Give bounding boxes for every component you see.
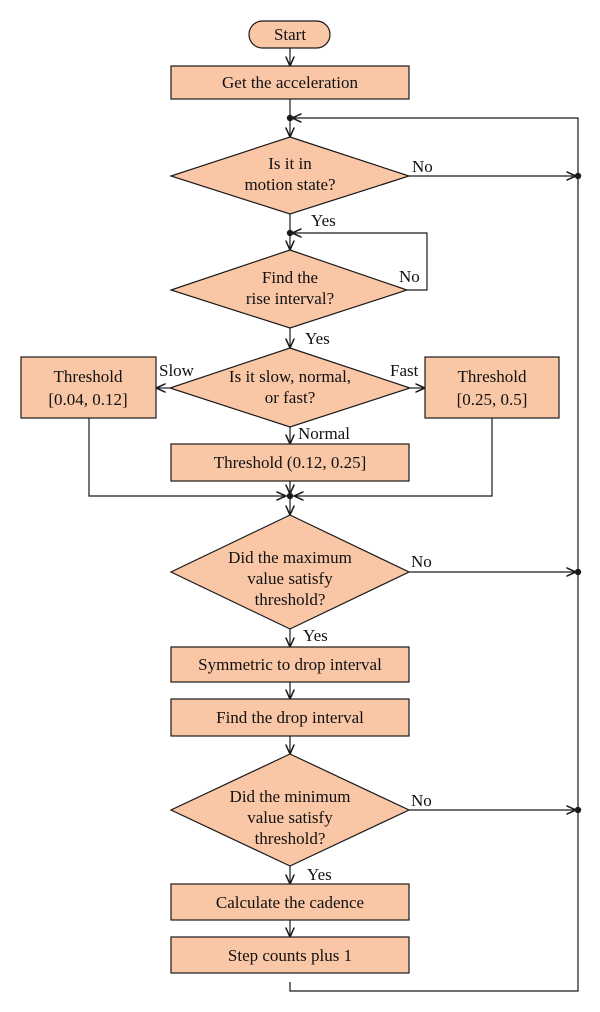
decision-speed-line-1: Is it slow, normal,	[229, 367, 351, 386]
label-max-yes: Yes	[303, 626, 328, 645]
decision-minimum-value-line-2: value satisfy	[247, 808, 333, 827]
decision-maximum-value-line-3: threshold?	[255, 590, 326, 609]
decision-rise-interval-line-2: rise interval?	[246, 289, 334, 308]
junction-dot	[574, 172, 582, 180]
node-find-drop-label: Find the drop interval	[216, 708, 364, 727]
edge-labels: No Yes No Yes Slow Fast Normal No Yes No…	[159, 157, 433, 884]
node-get-acceleration-label: Get the acceleration	[222, 73, 358, 92]
label-max-no: No	[411, 552, 432, 571]
decision-speed-line-2: or fast?	[265, 388, 316, 407]
label-slow: Slow	[159, 361, 195, 380]
node-threshold-slow-line-2: [0.04, 0.12]	[48, 390, 127, 409]
label-min-no: No	[411, 791, 432, 810]
node-threshold-slow-line-1: Threshold	[54, 367, 123, 386]
decision-rise-interval: Find the rise interval?	[169, 249, 409, 329]
junctions	[286, 114, 582, 814]
label-min-yes: Yes	[307, 865, 332, 884]
junction-dot	[286, 114, 294, 122]
decision-minimum-value: Did the minimum value satisfy threshold?	[169, 753, 411, 867]
junction-dot	[286, 492, 294, 500]
decision-speed: Is it slow, normal, or fast?	[168, 347, 412, 428]
node-find-drop: Find the drop interval	[170, 698, 410, 737]
node-threshold-fast-line-2: [0.25, 0.5]	[457, 390, 528, 409]
decision-maximum-value: Did the maximum value satisfy threshold?	[169, 514, 411, 630]
label-fast: Fast	[390, 361, 419, 380]
decision-rise-interval-line-1: Find the	[262, 268, 318, 287]
label-rise-no: No	[399, 267, 420, 286]
node-step-counts: Step counts plus 1	[170, 936, 410, 974]
decision-maximum-value-line-2: value satisfy	[247, 569, 333, 588]
edge-loop-back	[289, 118, 579, 992]
decision-motion-state-line-2: motion state?	[244, 175, 335, 194]
decision-minimum-value-line-3: threshold?	[255, 829, 326, 848]
decision-motion-state-line-1: Is it in	[268, 154, 312, 173]
node-symmetric-drop: Symmetric to drop interval	[170, 646, 410, 683]
decision-motion-state: Is it in motion state?	[169, 136, 411, 215]
label-motion-no: No	[412, 157, 433, 176]
node-threshold-normal: Threshold (0.12, 0.25]	[170, 443, 410, 482]
edge-fast-merge	[294, 418, 493, 496]
node-threshold-normal-label: Threshold (0.12, 0.25]	[214, 453, 367, 472]
label-normal: Normal	[298, 424, 350, 443]
node-step-counts-label: Step counts plus 1	[228, 946, 352, 965]
junction-dot	[574, 568, 582, 576]
node-calculate-cadence-label: Calculate the cadence	[216, 893, 364, 912]
label-rise-yes: Yes	[305, 329, 330, 348]
node-start-label: Start	[274, 25, 306, 44]
node-threshold-slow: Threshold [0.04, 0.12]	[20, 356, 157, 419]
edges	[88, 48, 579, 992]
edge-rise-no-loop	[292, 233, 428, 291]
junction-dot	[574, 806, 582, 814]
node-start: Start	[248, 20, 331, 49]
node-get-acceleration: Get the acceleration	[170, 65, 410, 100]
node-symmetric-drop-label: Symmetric to drop interval	[198, 655, 382, 674]
decision-maximum-value-line-1: Did the maximum	[228, 548, 352, 567]
node-calculate-cadence: Calculate the cadence	[170, 883, 410, 921]
junction-dot	[286, 229, 294, 237]
node-threshold-fast: Threshold [0.25, 0.5]	[424, 356, 560, 419]
decision-minimum-value-line-1: Did the minimum	[230, 787, 351, 806]
node-threshold-fast-line-1: Threshold	[458, 367, 527, 386]
label-motion-yes: Yes	[311, 211, 336, 230]
edge-slow-merge	[88, 418, 286, 496]
